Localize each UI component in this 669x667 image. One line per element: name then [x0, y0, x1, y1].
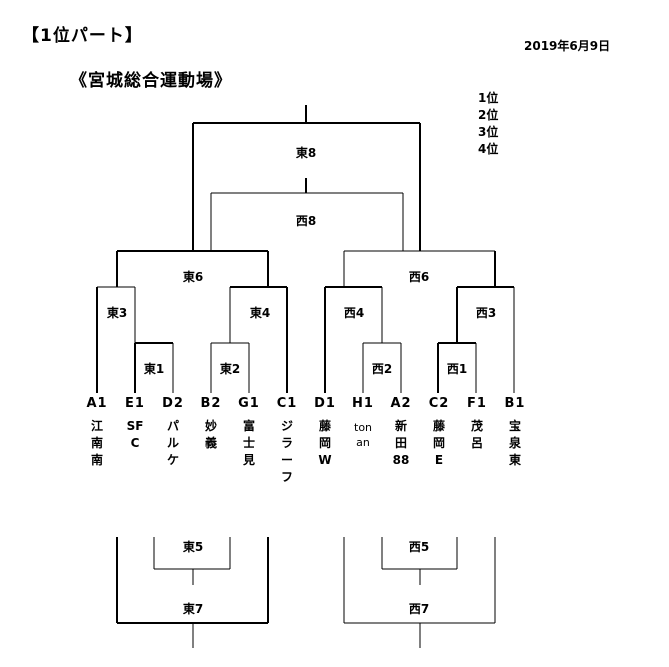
bracket-east2-line	[210, 342, 250, 393]
match-label-west2: 西2	[371, 362, 393, 376]
team-name: 富士見	[242, 419, 255, 467]
team-code: E1	[125, 396, 145, 411]
match-label-west7: 西7	[408, 602, 430, 616]
bracket-east4-line	[229, 286, 288, 393]
bracket-east-lower-line	[116, 537, 269, 648]
team-code: H1	[352, 396, 374, 411]
team-code: D2	[162, 396, 184, 411]
match-label-east2: 東2	[219, 362, 241, 376]
rank-1st: 1位	[478, 91, 499, 105]
team-code: G1	[238, 396, 260, 411]
rank-3rd: 3位	[478, 125, 499, 139]
bracket-final-line	[192, 105, 421, 251]
team-name: 藤岡E	[432, 419, 445, 467]
page-title: 【1位パート】	[22, 26, 143, 46]
team-code: A1	[86, 396, 108, 411]
team-name: パルケ	[166, 419, 179, 467]
match-label-east8: 東8	[295, 146, 317, 160]
match-label-east7: 東7	[182, 602, 204, 616]
team-name: 藤岡W	[318, 419, 332, 467]
team-code: F1	[467, 396, 487, 411]
team-name: 新田88	[392, 419, 410, 467]
team-code: B2	[200, 396, 222, 411]
match-label-east3: 東3	[106, 306, 128, 320]
match-label-west4: 西4	[343, 306, 365, 320]
bracket-west3-line	[456, 286, 515, 393]
rank-2nd: 2位	[478, 108, 499, 122]
match-label-east6: 東6	[182, 270, 204, 284]
team-code: B1	[504, 396, 526, 411]
team-name: 茂呂	[470, 419, 483, 450]
team-code: C2	[428, 396, 450, 411]
match-label-west1: 西1	[446, 362, 468, 376]
bracket-west6-line	[343, 250, 496, 287]
match-label-east1: 東1	[143, 362, 165, 376]
bracket-east3-line	[96, 286, 136, 393]
team-name: ジラーフ	[280, 419, 293, 484]
match-label-west5: 西5	[408, 540, 430, 554]
event-date: 2019年6月9日	[524, 39, 611, 53]
match-label-east4: 東4	[249, 306, 271, 320]
team-name: tonan	[354, 421, 373, 449]
match-label-west8: 西8	[295, 214, 317, 228]
team-name: 宝泉東	[508, 419, 521, 467]
team-code: A2	[390, 396, 412, 411]
bracket-west2-line	[362, 342, 402, 393]
match-label-west6: 西6	[408, 270, 430, 284]
bracket-east6-line	[116, 250, 269, 287]
team-name: SFC	[126, 419, 144, 450]
match-label-west3: 西3	[475, 306, 497, 320]
team-name: 妙義	[204, 419, 217, 450]
match-label-east5: 東5	[182, 540, 204, 554]
team-code: C1	[276, 396, 298, 411]
bracket-east1-line	[134, 342, 174, 393]
rank-4th: 4位	[478, 142, 499, 156]
bracket-west1-line	[437, 342, 477, 393]
bracket-west-lower-line	[343, 537, 496, 648]
bracket-third-place-line	[210, 178, 404, 251]
venue-name: 《宮城総合運動場》	[70, 71, 232, 91]
team-code: D1	[314, 396, 336, 411]
bracket-west4-line	[324, 286, 383, 393]
team-name: 江南南	[90, 419, 103, 467]
